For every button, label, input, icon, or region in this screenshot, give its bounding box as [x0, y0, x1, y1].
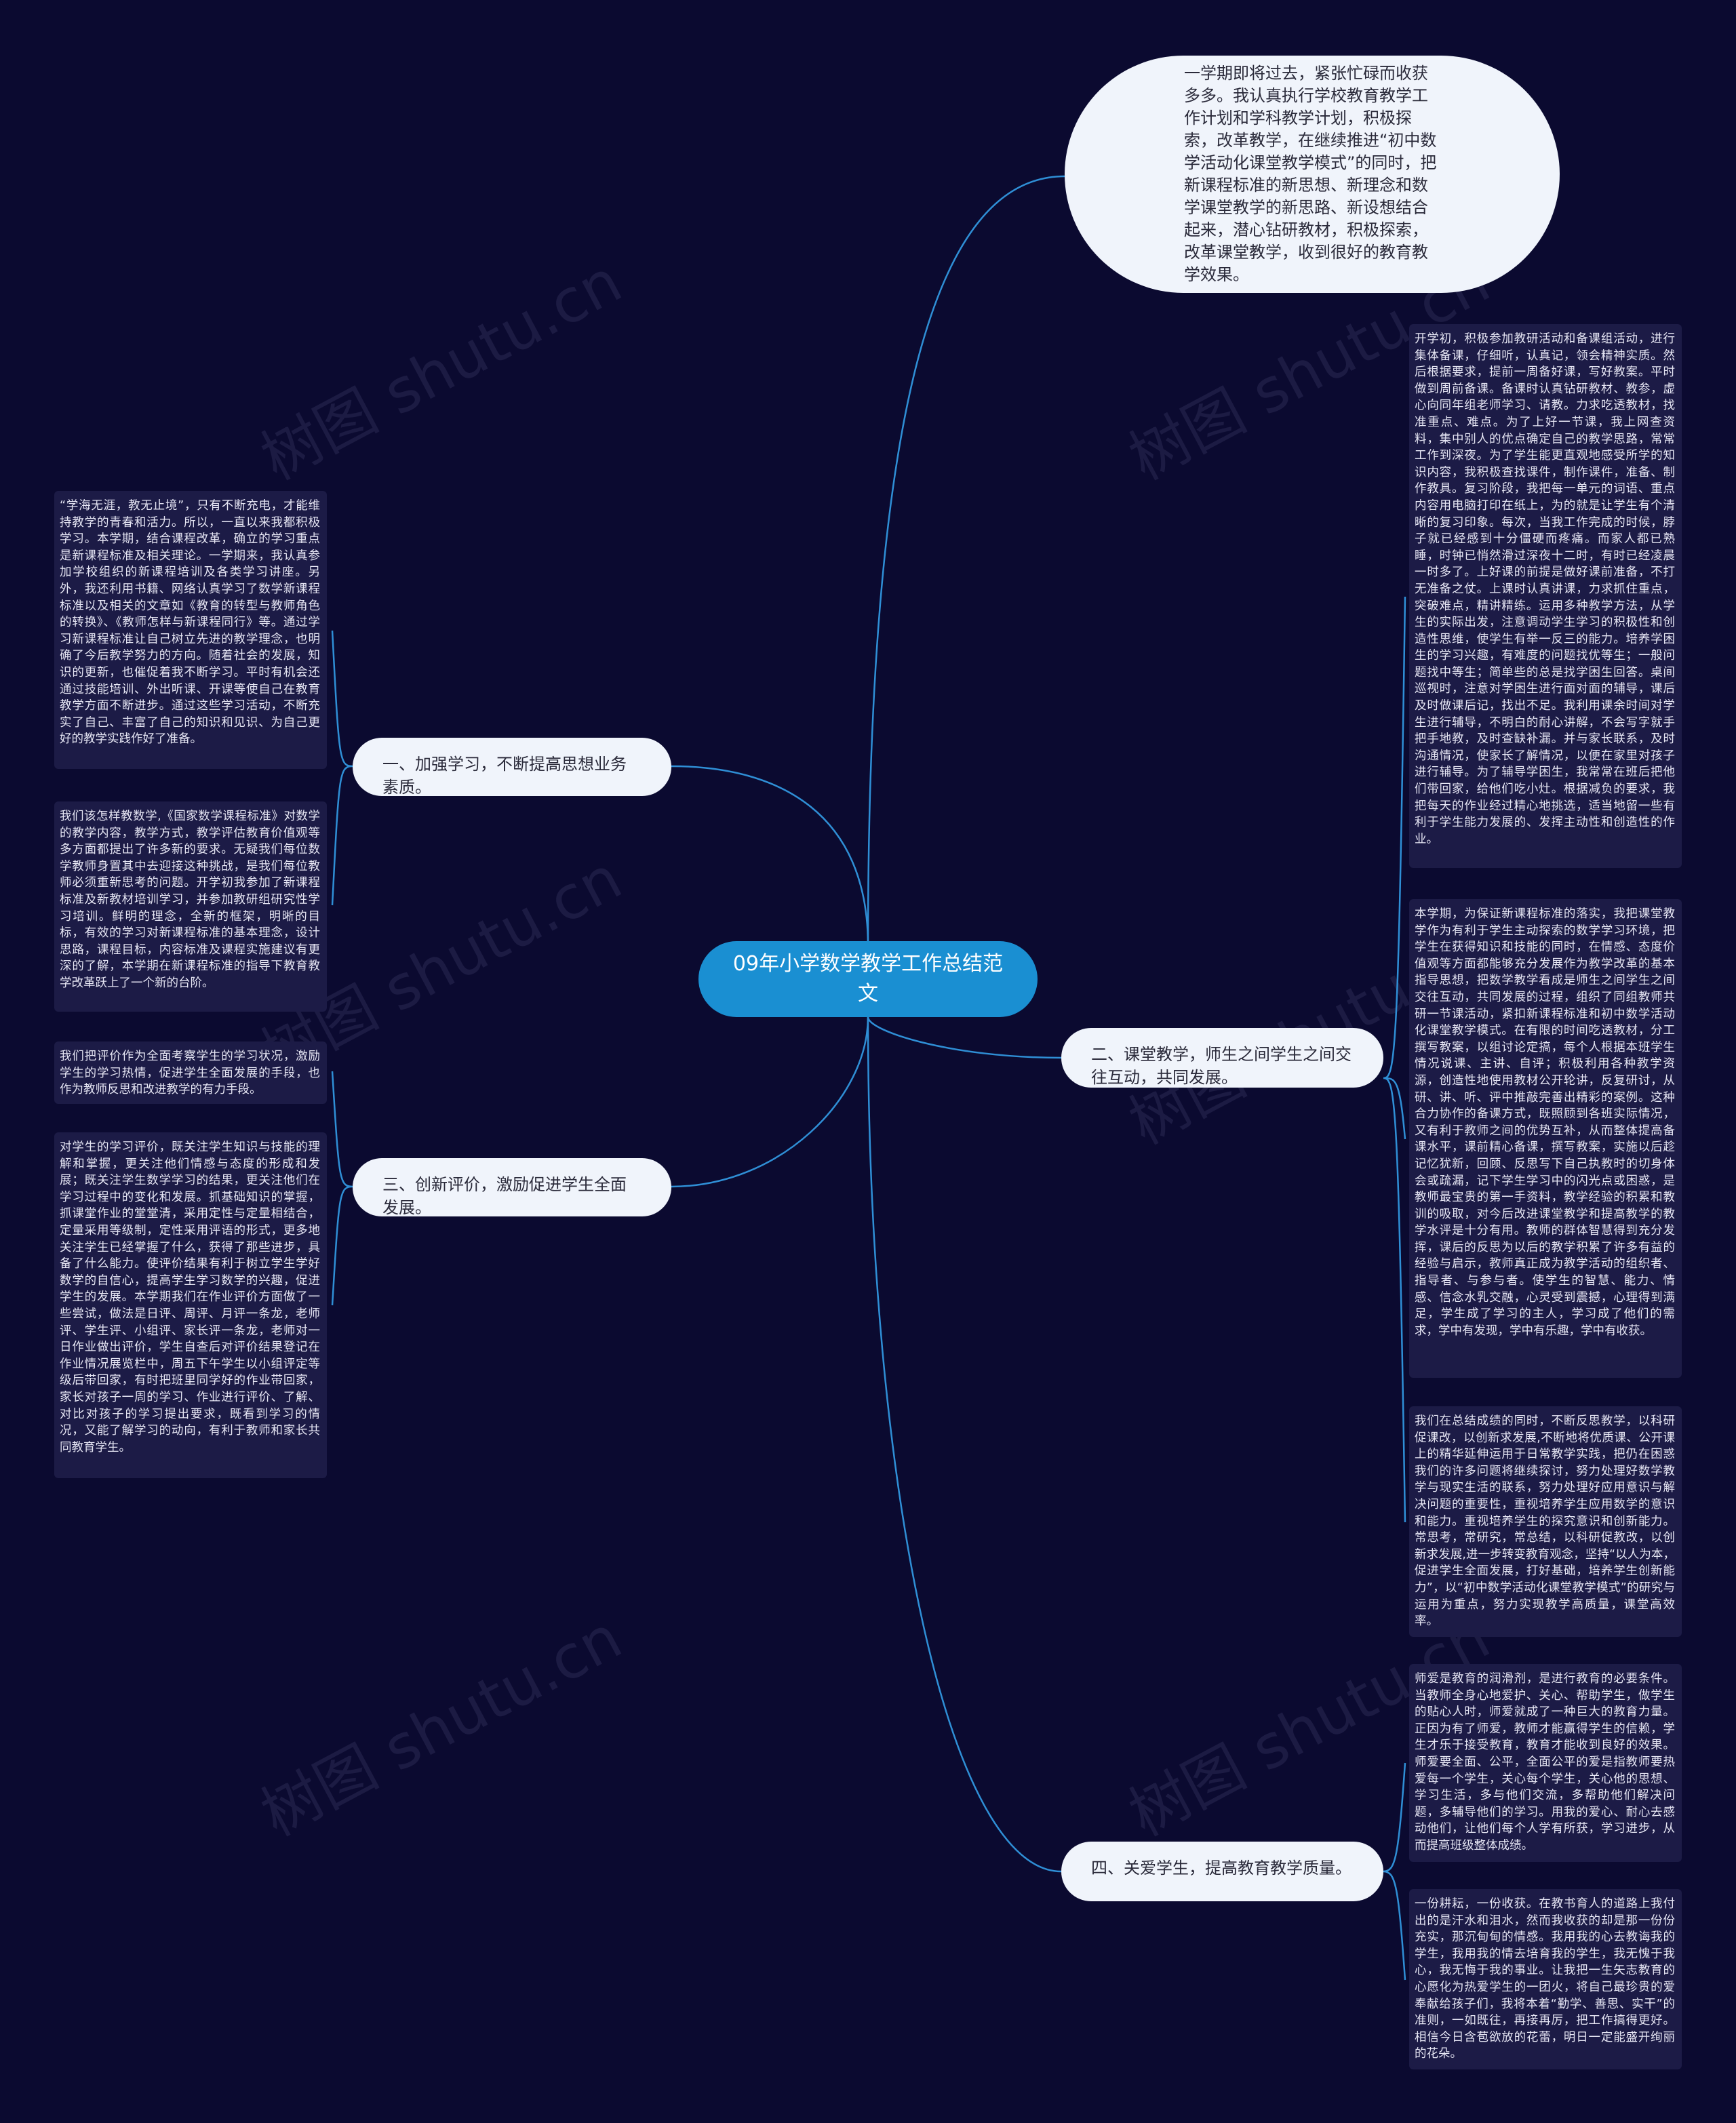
branch-4-leaf-2[interactable]: 一份耕耘，一份收获。在教书育人的道路上我付出的是汗水和泪水，然而我收获的却是那一…: [1409, 1889, 1682, 2069]
branch-3-leaf-2[interactable]: 对学生的学习评价，既关注学生知识与技能的理解和掌握，更关注他们情感与态度的形成和…: [54, 1132, 327, 1478]
connector-root-b3: [671, 1016, 869, 1188]
branch-3-leaf-1[interactable]: 我们把评价作为全面考察学生的学习状况，激励学生的学习热情，促进学生全面发展的手段…: [54, 1041, 327, 1104]
root-topic[interactable]: 09年小学数学教学工作总结范文: [698, 941, 1038, 1017]
connector-b4-leaves: [1383, 1762, 1406, 1981]
branch-2-node[interactable]: 二、课堂教学，师生之间学生之间交往互动，共同发展。: [1061, 1028, 1383, 1088]
branch-2-leaf-1[interactable]: 开学初，积极参加教研活动和备课组活动，进行集体备课，仔细听，认真记，领会精神实质…: [1409, 324, 1682, 868]
connector-root-b2: [867, 1016, 1062, 1059]
branch-1-leaf-1[interactable]: “学海无涯，教无止境”，只有不断充电，才能维持教学的青春和活力。所以，一直以来我…: [54, 491, 327, 769]
connector-root-intro: [867, 175, 1065, 947]
connector-root-b1: [671, 765, 869, 947]
intro-node[interactable]: 一学期即将过去，紧张忙碌而收获多多。我认真执行学校教育教学工作计划和学科教学计划…: [1065, 56, 1560, 293]
branch-2-leaf-3[interactable]: 我们在总结成绩的同时，不断反思教学，以科研促课改，以创新求发展,不断地将优质课、…: [1409, 1406, 1682, 1637]
branch-2-leaf-2[interactable]: 本学期，为保证新课程标准的落实，我把课堂教学作为有利于学生主动探索的数学学习环境…: [1409, 899, 1682, 1378]
branch-4-node[interactable]: 四、关爱学生，提高教育教学质量。: [1061, 1842, 1383, 1901]
connector-b1-leaves: [331, 630, 353, 906]
branch-1-node[interactable]: 一、加强学习，不断提高思想业务素质。: [353, 738, 671, 797]
branch-3-node[interactable]: 三、创新评价，激励促进学生全面发展。: [353, 1158, 671, 1217]
branch-1-leaf-2[interactable]: 我们该怎样教数学,《国家数学课程标准》对数学的教学内容，教学方式，教学评估教育价…: [54, 801, 327, 1012]
branch-4-leaf-1[interactable]: 师爱是教育的润滑剂，是进行教育的必要条件。当教师全身心地爱护、关心、帮助学生，做…: [1409, 1664, 1682, 1862]
connector-b2-leaves: [1383, 596, 1406, 1523]
connector-root-b4: [867, 1016, 1062, 1873]
connector-b3-leaves: [331, 1071, 353, 1306]
